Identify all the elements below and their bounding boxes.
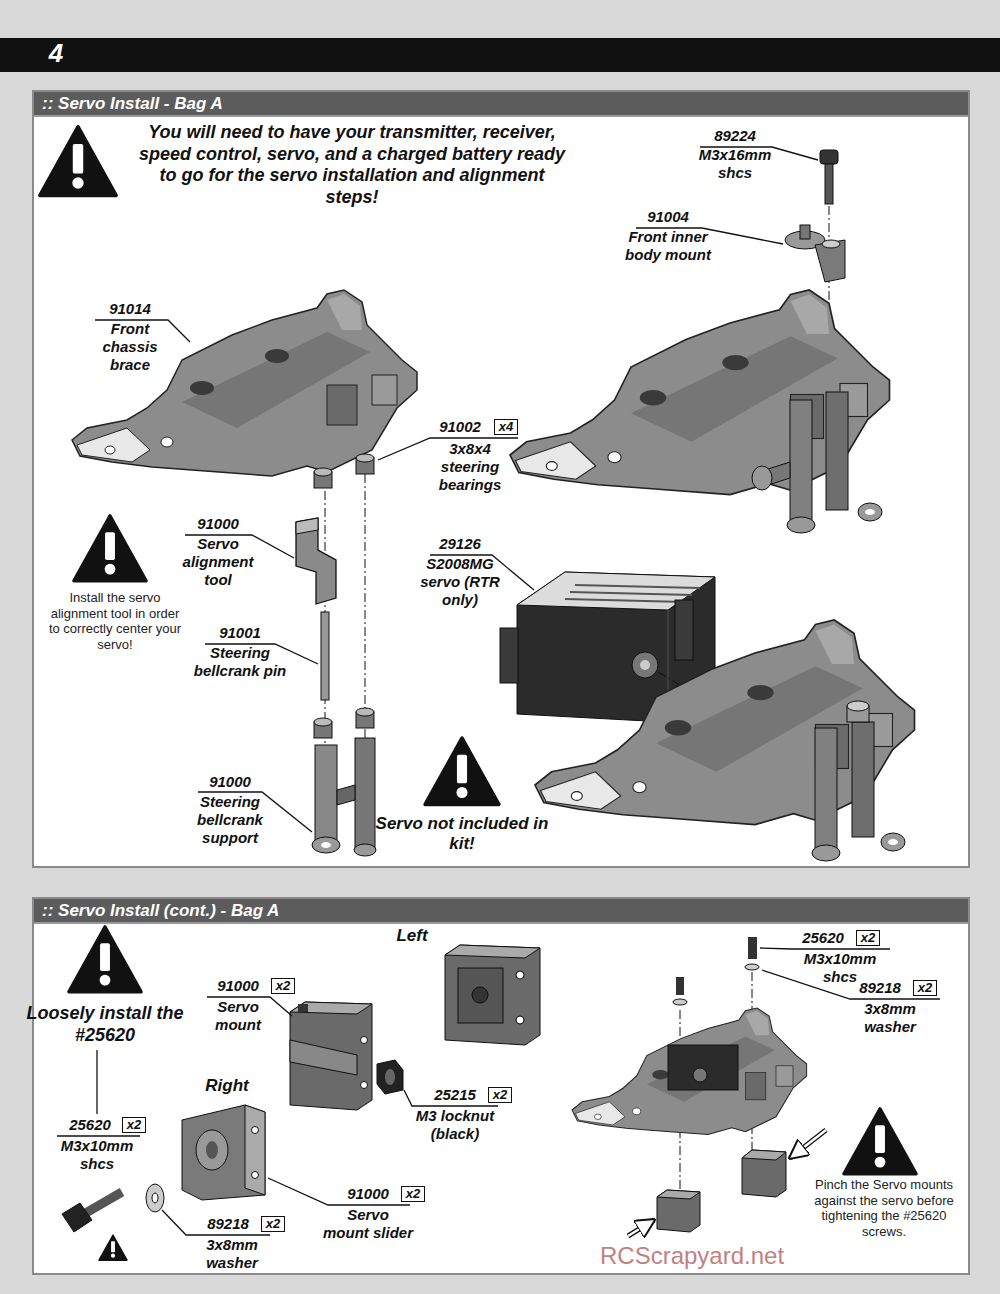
screw bbox=[820, 150, 838, 204]
locknut bbox=[377, 1060, 403, 1094]
bellcrank-support bbox=[312, 738, 376, 856]
servo-mount-slider bbox=[182, 1105, 265, 1200]
part-label: 91000 bbox=[208, 977, 268, 995]
leader-lines bbox=[57, 147, 940, 1235]
part-label: Servo alignment tool bbox=[173, 535, 263, 589]
part-label: 91000 bbox=[338, 1185, 398, 1203]
quantity-badge: x2 bbox=[488, 1087, 512, 1103]
warning-triangle bbox=[99, 1235, 127, 1260]
warning-triangle bbox=[844, 1109, 916, 1174]
part-label: Loosely install the #25620 bbox=[20, 1003, 190, 1046]
part-label: Right bbox=[192, 1076, 262, 1096]
header-band bbox=[0, 38, 1000, 72]
section-heading: :: Servo Install (cont.) - Bag A bbox=[34, 899, 968, 924]
quantity-badge: x2 bbox=[261, 1216, 285, 1232]
part-label: You will need to have your transmitter, … bbox=[132, 122, 572, 208]
part-label: 29126 bbox=[420, 535, 500, 553]
part-label: 25620 bbox=[793, 929, 853, 947]
part-label: 91004 bbox=[628, 208, 708, 226]
part-label: Servo not included in kit! bbox=[367, 814, 557, 855]
washer bbox=[146, 1184, 164, 1212]
part-label: Front inner body mount bbox=[618, 228, 718, 264]
note-text: Install the servo alignment tool in orde… bbox=[45, 590, 185, 652]
part-label: 91000 bbox=[190, 773, 270, 791]
part-label: 3x8x4 steering bearings bbox=[420, 440, 520, 494]
part-label: 3x8mm washer bbox=[187, 1236, 277, 1272]
alignment-tool bbox=[296, 518, 336, 604]
part-label: S2008MG servo (RTR only) bbox=[410, 555, 510, 609]
quantity-badge: x2 bbox=[271, 978, 295, 994]
quantity-badge: x2 bbox=[913, 980, 937, 996]
part-label: 89218 bbox=[198, 1215, 258, 1233]
part-label: 89218 bbox=[850, 979, 910, 997]
quantity-badge: x4 bbox=[494, 419, 518, 435]
quantity-badge: x2 bbox=[856, 930, 880, 946]
warning-triangle bbox=[69, 927, 141, 992]
part-label: Left bbox=[382, 926, 442, 946]
body-mount bbox=[785, 225, 845, 282]
note-text: Pinch the Servo mounts against the servo… bbox=[806, 1177, 962, 1239]
installed-assembly bbox=[572, 937, 826, 1236]
servo-mount-left-view bbox=[445, 945, 540, 1045]
bellcrank-pin bbox=[321, 612, 329, 700]
part-label: 25620 bbox=[60, 1116, 120, 1134]
warning-triangle bbox=[425, 738, 499, 804]
body-mount-assembly bbox=[510, 150, 890, 533]
watermark: RCScrapyard.net bbox=[600, 1242, 840, 1271]
part-label: Steering bellcrank support bbox=[180, 793, 280, 847]
warning-triangle bbox=[40, 127, 116, 195]
part-label: M3x10mm shcs bbox=[47, 1137, 147, 1173]
part-label: 91002 bbox=[430, 418, 490, 436]
servo-mount bbox=[290, 1002, 372, 1110]
quantity-badge: x2 bbox=[401, 1186, 425, 1202]
quantity-badge: x2 bbox=[122, 1117, 146, 1133]
part-label: 25215 bbox=[425, 1086, 485, 1104]
part-label: Front chassis brace bbox=[90, 320, 170, 374]
part-label: Steering bellcrank pin bbox=[190, 644, 290, 680]
part-label: 3x8mm washer bbox=[845, 1000, 935, 1036]
screw bbox=[62, 1192, 122, 1232]
part-label: 91000 bbox=[178, 515, 258, 533]
warning-triangle bbox=[74, 516, 146, 581]
part-label: Servo mount bbox=[198, 998, 278, 1034]
page-number: 4 bbox=[36, 38, 76, 69]
part-label: M3 locknut (black) bbox=[410, 1107, 500, 1143]
part-label: Servo mount slider bbox=[323, 1206, 413, 1242]
section-heading: :: Servo Install - Bag A bbox=[34, 92, 968, 117]
panel-ground bbox=[32, 90, 970, 868]
part-label: M3x16mm shcs bbox=[690, 146, 780, 182]
exploded-view bbox=[72, 290, 417, 856]
brace-assembly bbox=[535, 620, 915, 861]
part-label: 91014 bbox=[90, 300, 170, 318]
panel-ground bbox=[32, 897, 970, 1275]
part-label: 91001 bbox=[200, 624, 280, 642]
part-label: 89224 bbox=[695, 127, 775, 145]
